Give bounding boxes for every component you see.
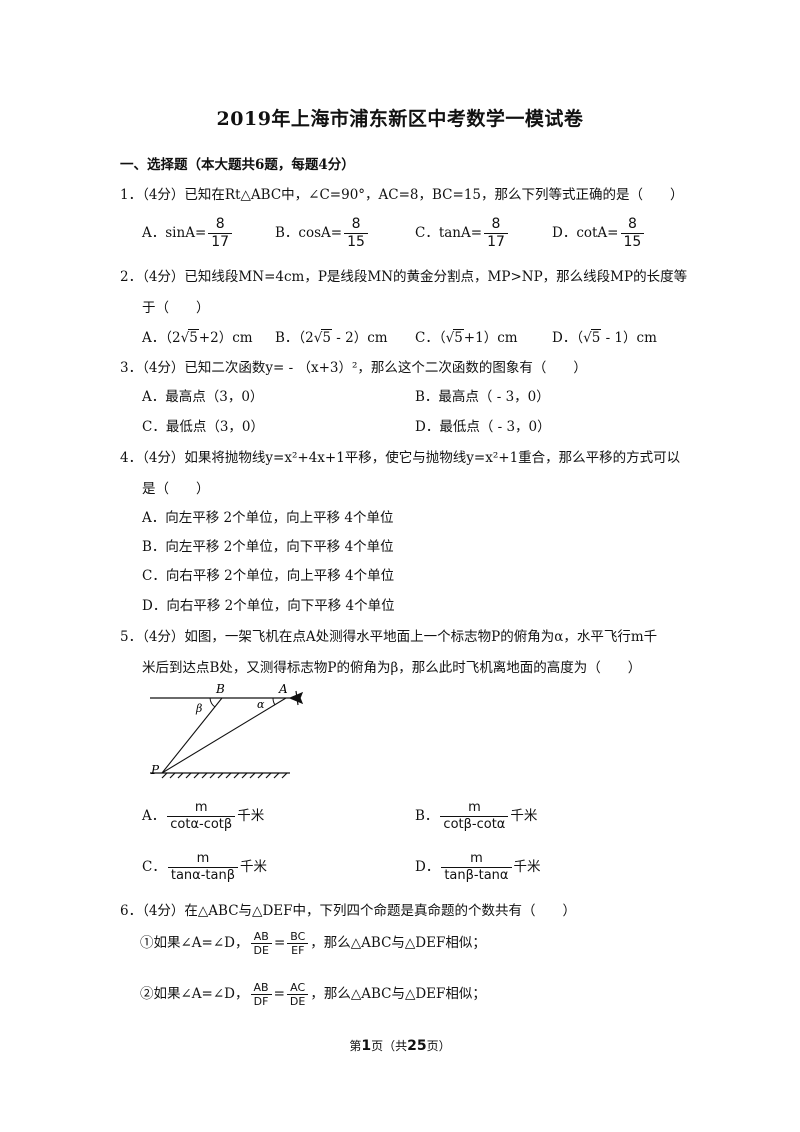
sqrt-sign: √ <box>180 330 190 346</box>
angle-alpha-arc <box>272 697 276 706</box>
q2-option-d-pre: D．（ <box>552 330 584 346</box>
footer-pre: 第 <box>349 1039 362 1053</box>
radicand: 5 <box>321 329 332 346</box>
radicand: 5 <box>590 329 602 346</box>
q5-option-a-label: A． <box>142 808 166 824</box>
q2-option-d-post: - 1）cm <box>601 330 657 346</box>
q1-option-c-label: C．tanA= <box>415 225 483 241</box>
q1-option-d-label: D．cotA= <box>552 225 619 241</box>
q6-item-2-post: ，那么△ABC与△DEF相似； <box>310 986 486 1002</box>
unit: 千米 <box>240 859 268 875</box>
q6-item-2-pre: ②如果∠A=∠D， <box>140 986 249 1002</box>
q2-option-c-post: +1）cm <box>463 330 518 346</box>
q2-option-a[interactable]: A．（2√5+2）cm <box>142 326 253 346</box>
airplane-icon <box>288 690 304 706</box>
page-footer: 第1页（共25页） <box>0 1037 800 1054</box>
q2-option-b-post: - 2）cm <box>331 330 388 346</box>
question-4-stem: 4．（4分）如果将抛物线y=x²+4x+1平移，使它与抛物线y=x²+1重合，那… <box>120 450 681 466</box>
q4-option-c[interactable]: C．向右平移 2个单位，向上平移 4个单位 <box>142 568 395 584</box>
label-B: B <box>215 682 225 696</box>
section-heading: 一、选择题（本大题共6题，每题4分） <box>120 157 355 173</box>
q4-option-d[interactable]: D．向右平移 2个单位，向下平移 4个单位 <box>142 598 395 614</box>
q2-option-a-post: +2）cm <box>198 330 253 346</box>
q3-option-a[interactable]: A．最高点（3，0） <box>142 389 264 405</box>
angle-beta-arc <box>209 697 216 708</box>
label-P: P <box>150 763 160 777</box>
unit: 千米 <box>237 808 265 824</box>
q6-item-1-pre: ①如果∠A=∠D， <box>140 935 249 951</box>
q2-option-c-pre: C．（ <box>415 330 446 346</box>
q3-option-c[interactable]: C．最低点（3，0） <box>142 419 265 435</box>
radicand: 5 <box>453 329 464 346</box>
q5-option-b-label: B． <box>415 808 439 824</box>
q2-option-b-pre: B．（2 <box>275 330 314 346</box>
line-PB <box>161 697 223 774</box>
question-1-stem: 1．（4分）已知在Rt△ABC中，∠C=90°，AC=8，BC=15，那么下列等… <box>120 187 684 203</box>
question-4-stem-cont: 是（ ） <box>142 481 210 497</box>
sqrt-sign: √ <box>583 330 592 346</box>
q1-option-b-label: B．cosA= <box>275 225 343 241</box>
question-6-stem: 6．（4分）在△ABC与△DEF中，下列四个命题是真命题的个数共有（ ） <box>120 903 576 919</box>
unit: 千米 <box>510 808 538 824</box>
label-beta: β <box>195 702 202 715</box>
q3-option-d[interactable]: D．最低点（ - 3，0） <box>415 419 551 435</box>
equals-sign: = <box>273 986 285 1002</box>
label-A: A <box>278 682 288 696</box>
page-number: 1 <box>361 1038 372 1054</box>
unit: 千米 <box>513 859 541 875</box>
question-3-stem: 3．（4分）已知二次函数y= - （x+3）²，那么这个二次函数的图象有（ ） <box>120 360 587 376</box>
sqrt-sign: √ <box>313 330 323 346</box>
footer-post: 页） <box>426 1039 451 1053</box>
label-alpha: α <box>257 698 265 711</box>
page-title: 2019年上海市浦东新区中考数学一模试卷 <box>216 108 584 130</box>
q3-option-b[interactable]: B．最高点（ - 3，0） <box>415 389 550 405</box>
q5-option-d-label: D． <box>415 859 440 875</box>
question-2-stem: 2．（4分）已知线段MN=4cm，P是线段MN的黄金分割点，MP>NP，那么线段… <box>120 269 688 285</box>
ground-hatching <box>161 772 288 779</box>
footer-mid: 页（共 <box>371 1039 408 1053</box>
equals-sign: = <box>273 935 286 951</box>
q2-option-a-pre: A．（2 <box>142 330 181 346</box>
q2-option-c[interactable]: C．（√5+1）cm <box>415 326 518 346</box>
q2-option-d[interactable]: D．（√5 - 1）cm <box>552 326 657 346</box>
airplane-angle-figure: B A P β α <box>150 682 304 779</box>
question-5-stem-cont: 米后到达点B处，又测得标志物P的俯角为β，那么此时飞机离地面的高度为（ ） <box>142 660 642 676</box>
q1-option-a-label: A．sinA= <box>142 225 207 241</box>
question-2-stem-cont: 于（ ） <box>142 300 210 316</box>
line-PA <box>161 697 287 774</box>
q4-option-a[interactable]: A．向左平移 2个单位，向上平移 4个单位 <box>142 510 394 526</box>
q5-option-c-label: C． <box>142 859 166 875</box>
page-total: 25 <box>407 1038 427 1054</box>
radicand: 5 <box>188 329 199 346</box>
q2-option-b[interactable]: B．（2√5 - 2）cm <box>275 326 388 346</box>
q4-option-b[interactable]: B．向左平移 2个单位，向下平移 4个单位 <box>142 539 394 555</box>
q6-item-1-post: ，那么△ABC与△DEF相似； <box>310 935 486 951</box>
question-5-stem: 5．（4分）如图，一架飞机在点A处测得水平地面上一个标志物P的俯角为α，水平飞行… <box>120 629 658 645</box>
sqrt-sign: √ <box>445 330 455 346</box>
